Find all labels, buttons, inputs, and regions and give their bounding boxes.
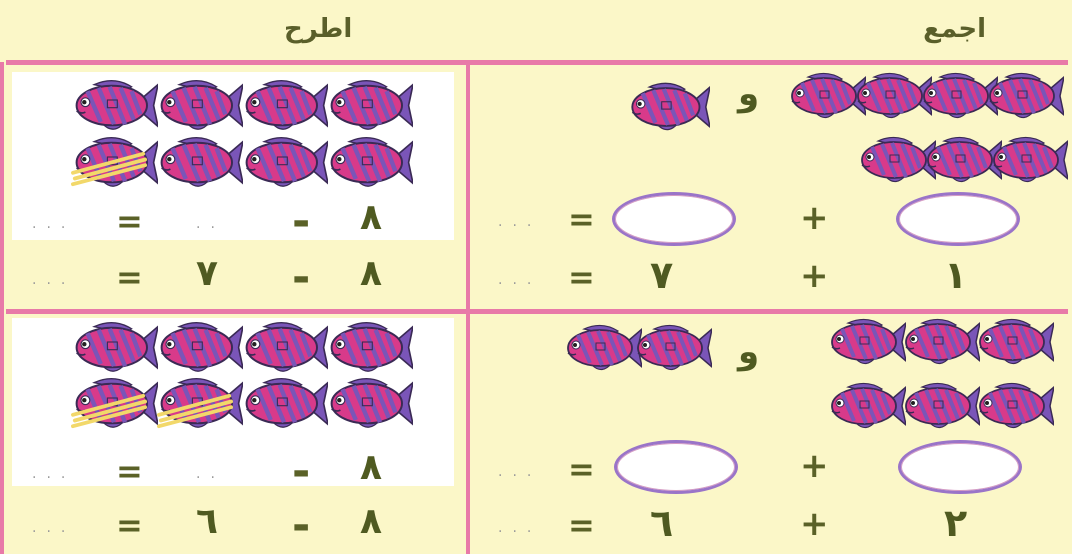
subtract-1-eq1-blank-result[interactable]: ... <box>32 216 76 232</box>
add-1-answer-oval-b[interactable] <box>612 192 736 246</box>
fish-icon <box>632 322 712 374</box>
fish-icon <box>562 322 642 374</box>
add-panel-1-and-word: و <box>738 74 760 114</box>
fish-icon <box>826 316 906 368</box>
fish-icon <box>984 70 1064 122</box>
divider-vertical <box>466 62 470 554</box>
add-1-eq2-blank-result[interactable]: ... <box>498 272 542 288</box>
add-2-eq2-equals: = <box>568 506 595 544</box>
subtract-header: اطرح <box>284 14 353 44</box>
add-header: اجمع <box>923 14 986 44</box>
add-1-eq1-blank-result[interactable]: ... <box>498 214 542 230</box>
subtract-2-eq1-minus: - <box>292 446 311 497</box>
fish-icon <box>988 134 1068 186</box>
subtract-1-eq2-subtrahend: ٧ <box>196 253 218 294</box>
add-2-answer-oval-b[interactable] <box>614 440 738 494</box>
fish-icon <box>325 376 413 431</box>
fish-icon <box>70 320 158 375</box>
fish-icon <box>626 80 710 134</box>
add-2-eq1-equals: = <box>568 450 595 488</box>
subtract-2-eq1-blank-subtrahend[interactable]: .. <box>196 466 225 482</box>
add-2-eq1-plus: + <box>800 446 829 486</box>
add-2-eq2-blank-result[interactable]: ... <box>498 520 542 536</box>
fish-icon <box>155 320 243 375</box>
divider-left <box>0 62 4 554</box>
subtract-2-eq1-minuend: ٨ <box>360 447 382 488</box>
add-1-eq2-plus: + <box>800 256 829 296</box>
divider-top <box>6 60 1068 65</box>
add-2-eq2-addend-a: ٢ <box>944 501 968 545</box>
strike-mark-icon <box>64 150 154 188</box>
subtract-1-eq1-minuend: ٨ <box>360 197 382 238</box>
add-panel-2-and-word: و <box>738 332 760 372</box>
fish-icon <box>240 320 328 375</box>
add-2-eq2-plus: + <box>800 504 829 544</box>
fish-icon <box>70 78 158 133</box>
subtract-1-eq2-equals: = <box>116 258 143 296</box>
fish-icon <box>325 320 413 375</box>
subtract-2-eq1-equals: = <box>116 452 143 490</box>
divider-middle <box>6 309 1068 314</box>
subtract-2-eq2-minus: - <box>292 500 311 551</box>
add-2-eq1-blank-result[interactable]: ... <box>498 464 542 480</box>
fish-icon <box>325 78 413 133</box>
fish-icon <box>325 135 413 190</box>
subtract-2-eq2-equals: = <box>116 506 143 544</box>
fish-icon <box>974 380 1054 432</box>
subtract-2-eq2-minuend: ٨ <box>360 501 382 542</box>
fish-icon <box>900 316 980 368</box>
add-2-answer-oval-a[interactable] <box>898 440 1022 494</box>
fish-icon <box>900 380 980 432</box>
fish-icon <box>155 135 243 190</box>
fish-icon <box>240 376 328 431</box>
strike-mark-icon <box>150 392 240 430</box>
add-1-eq1-plus: + <box>800 198 829 238</box>
subtract-2-eq2-blank-result[interactable]: ... <box>32 520 76 536</box>
fish-icon <box>826 380 906 432</box>
add-1-eq2-equals: = <box>568 258 595 296</box>
subtract-1-eq2-blank-result[interactable]: ... <box>32 272 76 288</box>
subtract-1-eq1-blank-subtrahend[interactable]: .. <box>196 216 225 232</box>
fish-icon <box>155 78 243 133</box>
strike-mark-icon <box>64 392 154 430</box>
fish-icon <box>974 316 1054 368</box>
subtract-1-eq1-equals: = <box>116 202 143 240</box>
add-1-eq2-addend-b: ٧ <box>650 253 674 297</box>
add-1-answer-oval-a[interactable] <box>896 192 1020 246</box>
subtract-1-eq1-minus: - <box>292 196 311 247</box>
add-1-eq2-addend-a: ١ <box>944 253 968 297</box>
add-2-eq2-addend-b: ٦ <box>650 501 674 545</box>
subtract-1-eq2-minus: - <box>292 252 311 303</box>
subtract-2-eq2-subtrahend: ٦ <box>196 501 218 542</box>
fish-icon <box>240 135 328 190</box>
subtract-2-eq1-blank-result[interactable]: ... <box>32 466 76 482</box>
add-1-eq1-equals: = <box>568 200 595 238</box>
fish-icon <box>240 78 328 133</box>
subtract-1-eq2-minuend: ٨ <box>360 253 382 294</box>
